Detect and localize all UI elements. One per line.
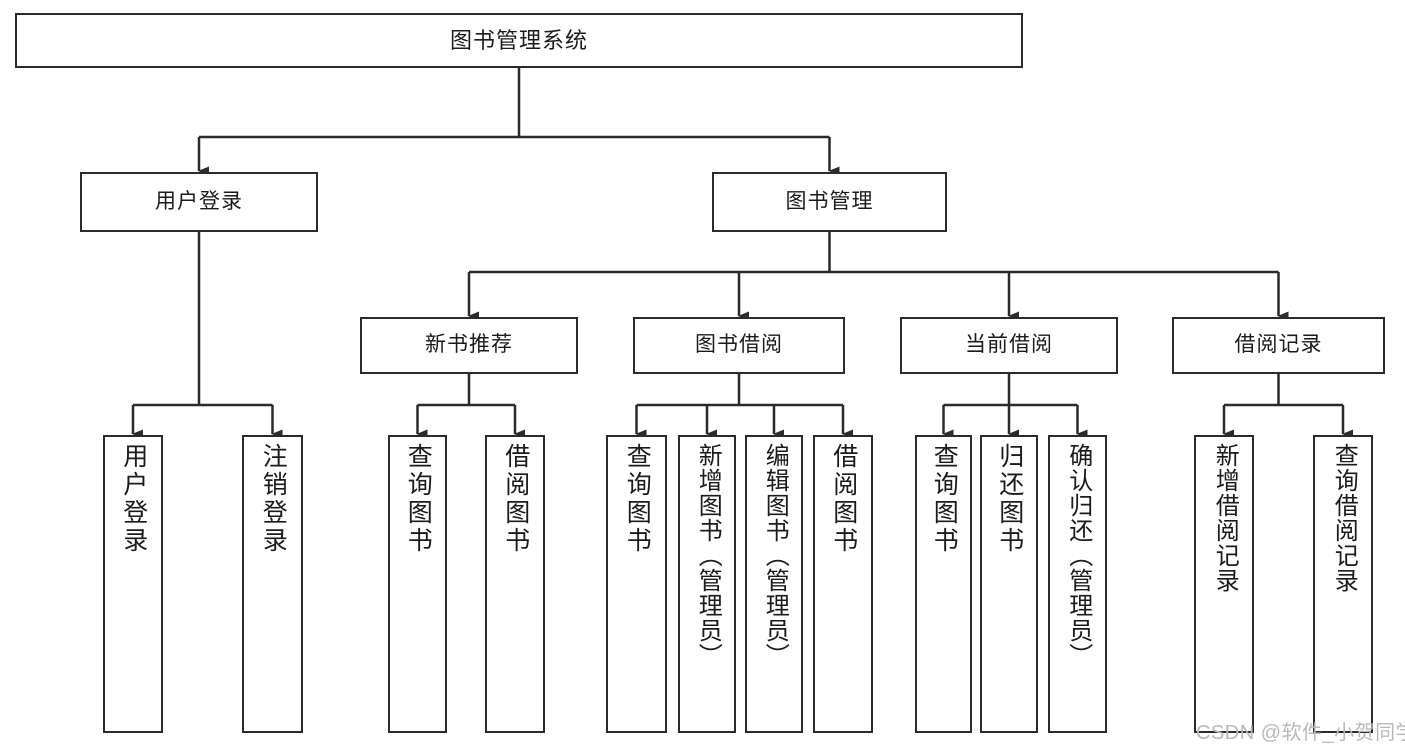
- node-label: 新增图书（管理员）: [694, 443, 722, 668]
- node-label: 查询图书: [623, 443, 652, 555]
- node-label: 借阅记录: [1234, 333, 1323, 357]
- node-leaf-user-login: 用户登录: [103, 435, 163, 733]
- node-label: 查询借阅记录: [1330, 443, 1358, 593]
- node-leaf-confirm-return: 确认归还（管理员）: [1048, 435, 1107, 733]
- node-book-borrow: 图书借阅: [633, 317, 845, 374]
- node-leaf-add-record: 新增借阅记录: [1194, 435, 1254, 733]
- node-label: 新书推荐: [425, 333, 513, 357]
- node-label: 借阅图书: [501, 443, 530, 555]
- node-label: 用户登录: [119, 443, 148, 555]
- node-leaf-edit-book: 编辑图书（管理员）: [745, 435, 803, 733]
- node-current-borrow: 当前借阅: [900, 317, 1118, 374]
- node-borrow-record: 借阅记录: [1172, 317, 1385, 374]
- node-label: 用户登录: [155, 189, 243, 213]
- node-label: 图书借阅: [695, 333, 783, 357]
- node-leaf-query-book-3: 查询图书: [915, 435, 972, 733]
- node-label: 注销登录: [259, 443, 288, 555]
- node-leaf-borrow-book-2: 借阅图书: [813, 435, 873, 733]
- node-root: 图书管理系统: [15, 13, 1023, 68]
- node-new-book-recommend: 新书推荐: [360, 317, 578, 374]
- node-leaf-borrow-book-1: 借阅图书: [485, 435, 545, 733]
- node-leaf-return-book: 归还图书: [980, 435, 1038, 733]
- node-label: 编辑图书（管理员）: [761, 443, 789, 668]
- node-label: 归还图书: [995, 443, 1024, 555]
- node-leaf-query-record: 查询借阅记录: [1313, 435, 1373, 733]
- node-label: 查询图书: [930, 443, 959, 555]
- csdn-watermark: CSDN @软件_小贺同学: [1196, 722, 1405, 744]
- node-label: 当前借阅: [965, 333, 1053, 357]
- node-leaf-add-book: 新增图书（管理员）: [678, 435, 736, 733]
- node-label: 查询图书: [404, 443, 433, 555]
- node-label: 新增借阅记录: [1211, 443, 1239, 593]
- node-label: 借阅图书: [829, 443, 858, 555]
- node-label: 图书管理: [785, 189, 874, 213]
- node-label: 图书管理系统: [449, 27, 588, 53]
- node-leaf-logout: 注销登录: [242, 435, 303, 733]
- node-user-login: 用户登录: [80, 172, 318, 232]
- node-book-manage: 图书管理: [712, 172, 947, 232]
- node-leaf-query-book-1: 查询图书: [388, 435, 447, 733]
- node-label: 确认归还（管理员）: [1064, 443, 1092, 668]
- node-leaf-query-book-2: 查询图书: [606, 435, 667, 733]
